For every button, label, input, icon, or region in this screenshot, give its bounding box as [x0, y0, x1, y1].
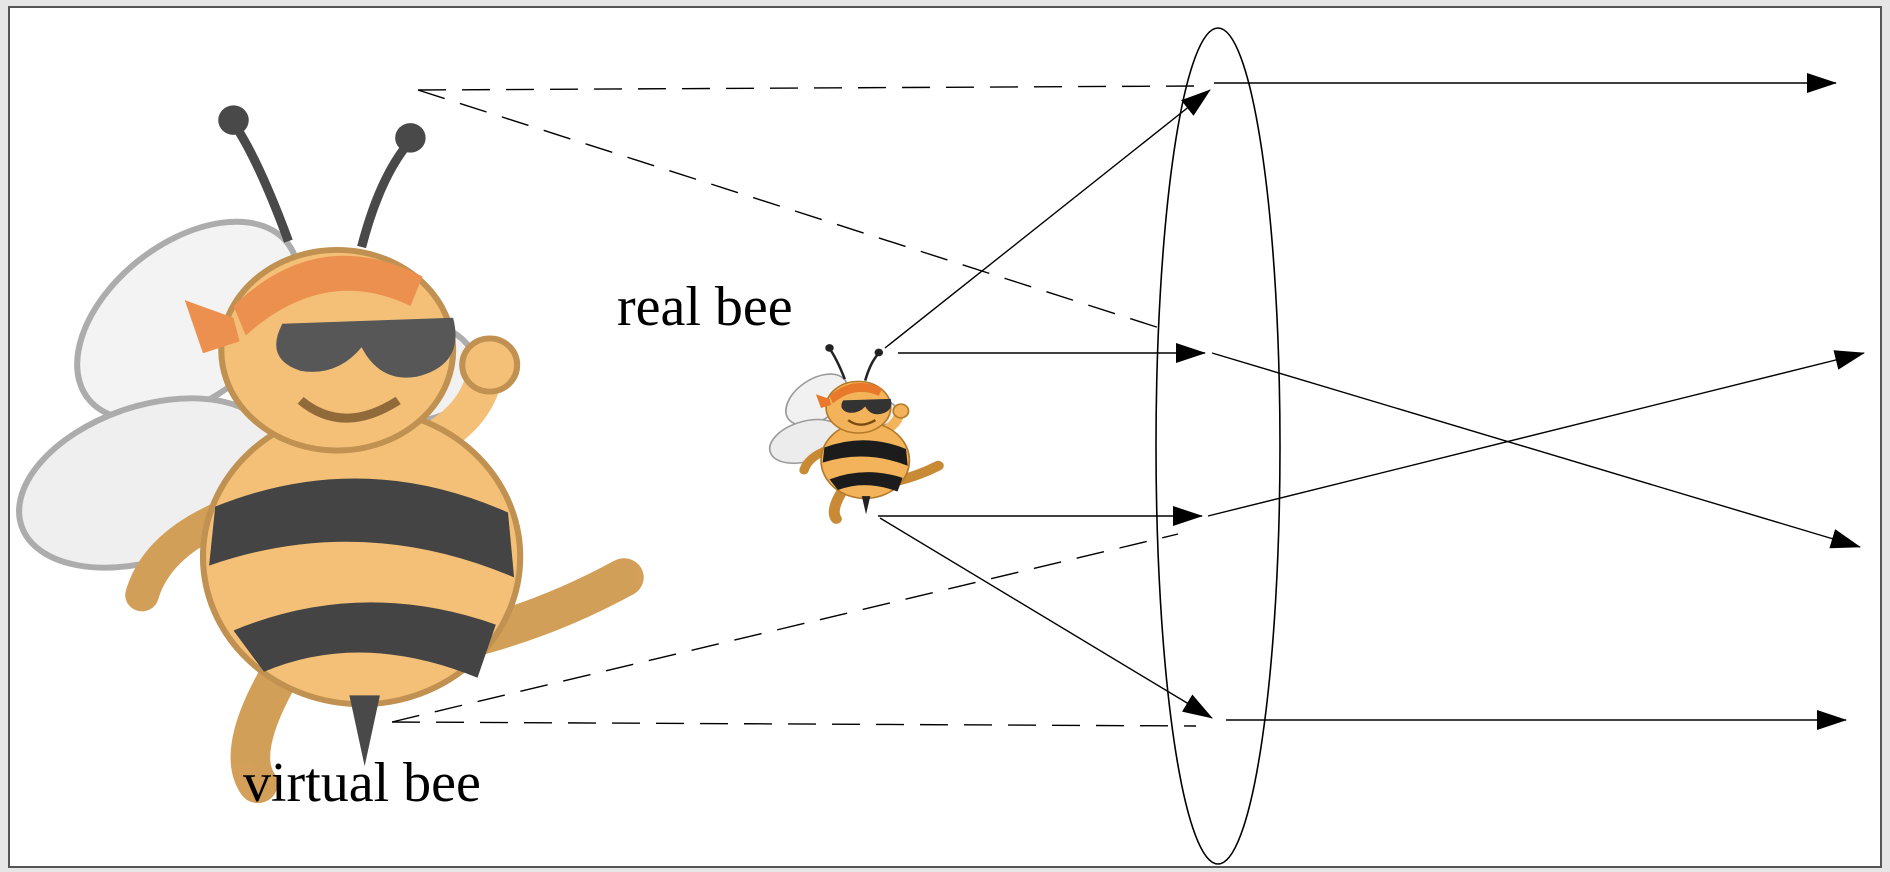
virtual-bee-icon: [0, 105, 624, 784]
incoming-rays: [878, 89, 1213, 719]
real-bee-icon: [763, 344, 938, 519]
real-bee-label: real bee: [617, 276, 793, 338]
virtual-bee-label: virtual bee: [243, 752, 481, 814]
virtual-rays: [391, 85, 1197, 727]
lens-icon: [1155, 27, 1281, 865]
outgoing-rays: [1207, 73, 1865, 730]
